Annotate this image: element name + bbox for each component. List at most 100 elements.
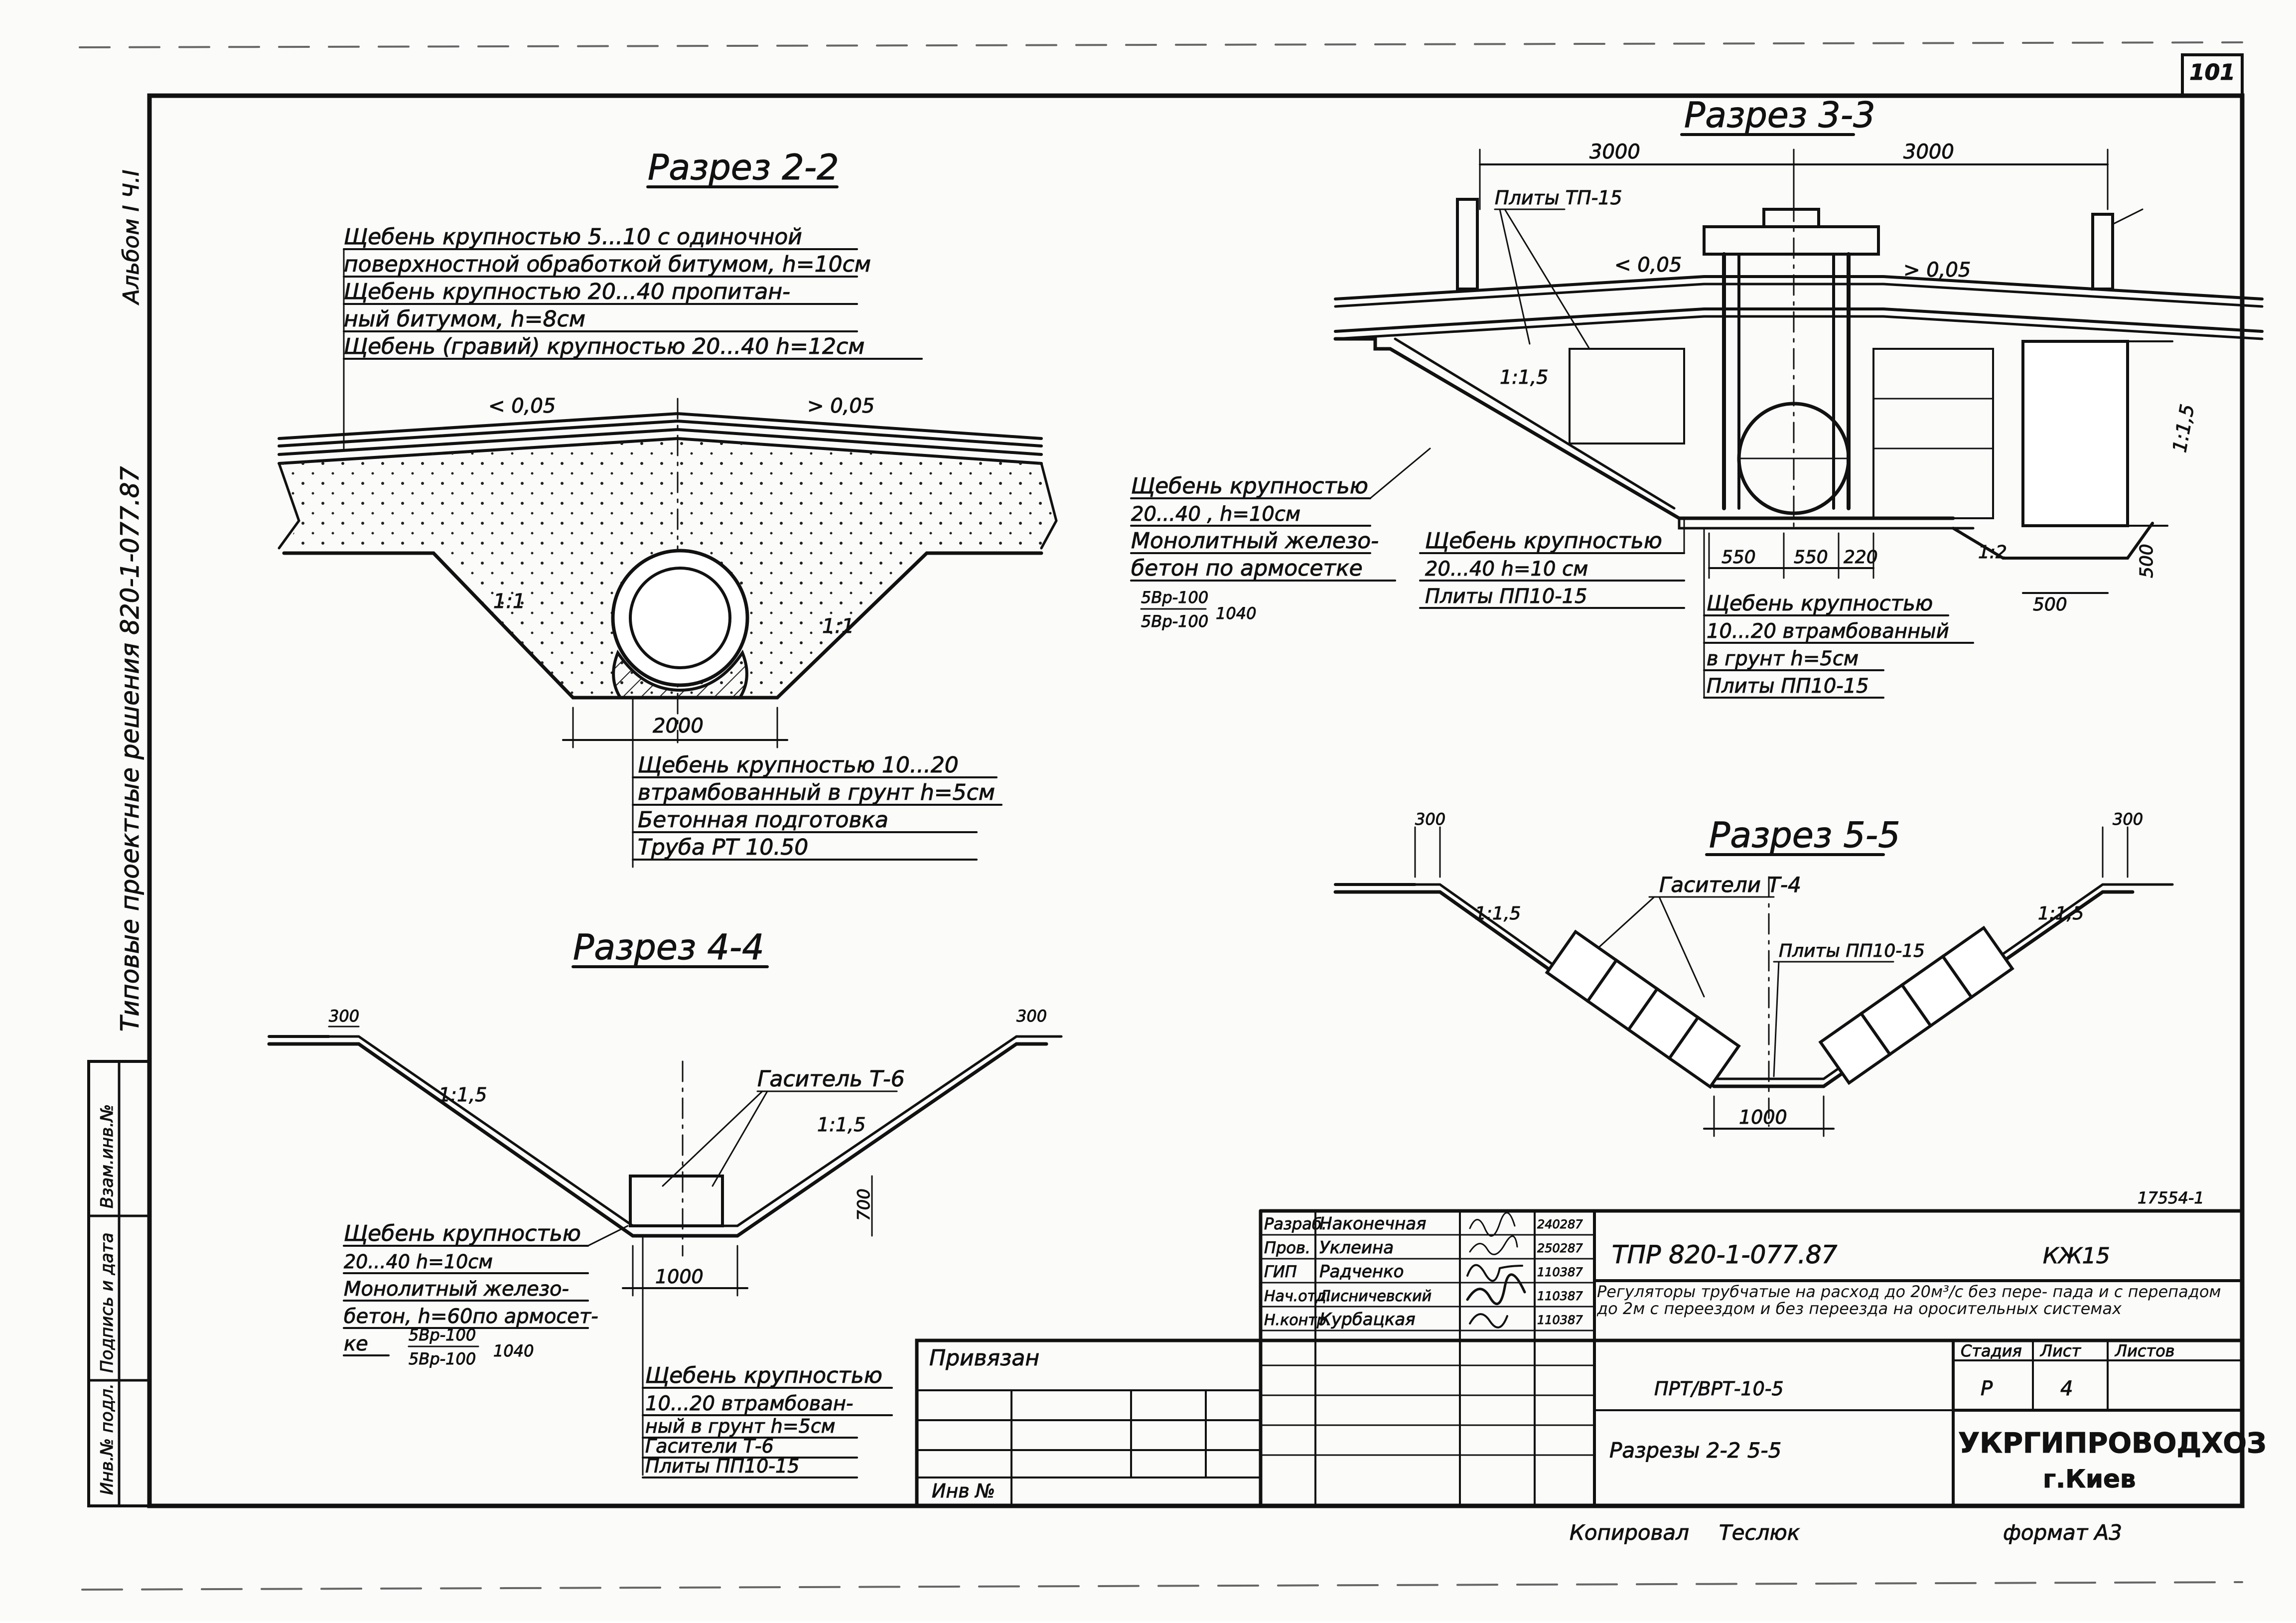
s33-mesh-size: 1040 (1216, 604, 1256, 623)
s44-bank-slope-right: 1:1,5 (817, 1114, 865, 1136)
section-3-3: Разрез 3-3 3000 3000 < 0,05 > 0,05 Плиты… (1130, 95, 2264, 699)
footer-format: формат А3 (2003, 1520, 2122, 1545)
s33-bank-slope-left: 1:1,5 (1500, 366, 1548, 388)
section-4-4-base-callouts: Щебень крупностью 10...20 втрамбован- ны… (642, 1235, 893, 1478)
stamp-city: г.Киев (2043, 1465, 2136, 1493)
role-1-name: Наконечная (1319, 1214, 1427, 1234)
section-2-2-base-callouts: Щебень крупностью 10...20 втрамбованный … (632, 697, 1003, 868)
s44-bank-slope-left: 1:1,5 (438, 1084, 487, 1106)
stamp-element: ПРТ/ВРТ-10-5 (1654, 1378, 1784, 1400)
stamp-mark: КЖ15 (2043, 1243, 2110, 1269)
role-3-name: Радченко (1319, 1262, 1404, 1282)
section-3-3-right-callouts: Щебень крупностью 10...20 втрамбованный … (1703, 527, 1974, 699)
stamp-description-box: Регуляторы трубчатые на расход до 20м³/с… (1597, 1283, 2221, 1317)
s33-slope-left: < 0,05 (1614, 254, 1682, 277)
s33-right-4: Плиты ПП10-15 (1707, 675, 1869, 698)
s44-damper-label: Гаситель Т-6 (757, 1066, 905, 1092)
sheet-trim-line-top (79, 41, 2243, 48)
signature-4 (1466, 1273, 1526, 1305)
s44-mesh-bottom: 5Вр-100 (409, 1349, 476, 1368)
s33-left-4: бетон по армосетке (1131, 556, 1363, 581)
s44-mesh-size: 1040 (493, 1341, 534, 1360)
s44-left-3: Монолитный железо- (344, 1278, 569, 1301)
stamp-drawing-name: Разрезы 2-2 5-5 (1609, 1438, 1781, 1463)
role-1: Разраб. (1264, 1214, 1327, 1233)
role-2-date: 250287 (1537, 1241, 1583, 1255)
s44-left-5: ке (344, 1332, 368, 1355)
s22-bank-slope-left: 1:1 (493, 590, 525, 613)
s55-plates-label: Плиты ПП10-15 (1779, 941, 1925, 961)
s44-base-4: Гасители Т-6 (645, 1435, 774, 1457)
s33-dim-right-height: 500 (2137, 544, 2157, 578)
s33-dim-right: 3000 (1903, 141, 1954, 163)
s55-bank-slope-left: 1:1,5 (1475, 903, 1521, 924)
section-4-4: Разрез 4-4 300 300 1:1,5 1:1,5 Гаситель … (267, 927, 1063, 1478)
s55-bank-slope-right: 1:1,5 (2038, 903, 2084, 924)
album-label: Альбом I Ч.I (119, 170, 144, 305)
section-3-3-left-callouts: Щебень крупностью 20...40 , h=10см Монол… (1130, 447, 1431, 631)
s55-dim-right: 300 (2113, 810, 2143, 829)
s33-bank-slope-bottom: 1:2 (1978, 542, 2007, 563)
footer-copied: Копировал (1570, 1520, 1689, 1545)
s55-damper-label: Гасители Т-4 (1659, 873, 1801, 897)
margin-inv-orig: Инв.№ подл. (97, 1383, 117, 1495)
role-4-name: Лисничевский (1319, 1288, 1432, 1305)
s55-dampers-right (1818, 925, 2014, 1085)
stamp-archive-no: 17554-1 (2138, 1188, 2204, 1207)
s33-left-3: Монолитный железо- (1131, 528, 1379, 554)
signature-1 (1469, 1212, 1516, 1237)
signature-2 (1469, 1235, 1518, 1255)
s44-base-3: ный в грунт h=5см (645, 1415, 835, 1437)
section-5-5: Разрез 5-5 300 300 1:1,5 1:1,5 Гасители … (1333, 810, 2174, 1137)
s33-right-1: Щебень крупностью (1707, 591, 1933, 615)
s44-dim-bottom: 1000 (655, 1266, 704, 1288)
s44-base-5: Плиты ПП10-15 (645, 1455, 799, 1477)
s44-dim-height: 700 (854, 1188, 874, 1221)
sheet-trim-line-bottom (81, 1581, 2243, 1591)
s22-slope-right: > 0,05 (807, 395, 874, 418)
section-2-2: Разрез 2-2 Щебень крупностью 5...10 с од… (278, 147, 1058, 868)
s22-base-3: Бетонная подготовка (638, 807, 888, 833)
s33-mid-2: 20...40 h=10 см (1425, 558, 1588, 581)
role-3-date: 110387 (1537, 1265, 1583, 1279)
stamp-sheet: 4 (2060, 1377, 2073, 1400)
margin-sign-date: Подпись и дата (97, 1232, 117, 1373)
role-4-date: 110387 (1537, 1289, 1583, 1303)
s33-dim-right-bottom: 500 (2033, 594, 2067, 615)
s44-base-2: 10...20 втрамбован- (645, 1392, 853, 1415)
s33-left-2: 20...40 , h=10см (1131, 503, 1300, 526)
s33-slope-right: > 0,05 (1903, 259, 1971, 282)
signature-5 (1469, 1313, 1508, 1328)
s44-mesh-top: 5Вр-100 (409, 1326, 476, 1344)
s33-mesh-bottom: 5Вр-100 (1141, 612, 1208, 631)
s33-right-2: 10...20 втрамбованный (1707, 620, 1949, 643)
stamp-roles: Разраб. Наконечная 240287 Пров. Уклеина … (1260, 1210, 1595, 1507)
stamp-privyazan: Привязан (929, 1345, 1039, 1371)
s22-layer-1: Щебень крупностью 5...10 с одиночной (344, 224, 802, 250)
margin-inv-instead: Взам.инв.№ (97, 1104, 117, 1208)
s44-base-1: Щебень крупностью (645, 1363, 882, 1388)
s33-mid-1: Щебень крупностью (1425, 528, 1662, 554)
role-1-date: 240287 (1537, 1217, 1583, 1231)
s33-dim-bottom-2: 550 (1794, 547, 1828, 568)
stamp-code: ТПР 820-1-077.87 (1612, 1240, 1838, 1269)
s44-left-2: 20...40 h=10см (344, 1251, 493, 1273)
section-4-4-left-callouts: Щебень крупностью 20...40 h=10см Монолит… (343, 1221, 629, 1369)
s33-bank-slope-right: 1:1,5 (2168, 403, 2198, 454)
s44-left-1: Щебень крупностью (344, 1221, 581, 1246)
s55-dim-bottom: 1000 (1739, 1106, 1787, 1128)
s22-dim-bottom: 2000 (653, 715, 704, 738)
footer-copier: Теслюк (1719, 1520, 1800, 1545)
s22-layer-5: Щебень (гравий) крупностью 20...40 h=12с… (344, 334, 864, 359)
sheet-number-box (2181, 53, 2244, 97)
s33-dim-left: 3000 (1589, 141, 1640, 163)
s22-layer-4: ный битумом, h=8см (344, 306, 585, 332)
stamp-col-stage: Стадия (1961, 1341, 2022, 1360)
stamp-col-sheet: Лист (2040, 1341, 2081, 1360)
section-2-2-layer-callouts: Щебень крупностью 5...10 с одиночной пов… (343, 224, 923, 449)
role-2-name: Уклеина (1319, 1238, 1394, 1258)
role-5-name: Курбацкая (1319, 1310, 1416, 1329)
s22-slope-left: < 0,05 (488, 395, 556, 418)
title-block: Привязан Инв № Разраб. Наконечная 240287 (915, 1188, 2267, 1508)
